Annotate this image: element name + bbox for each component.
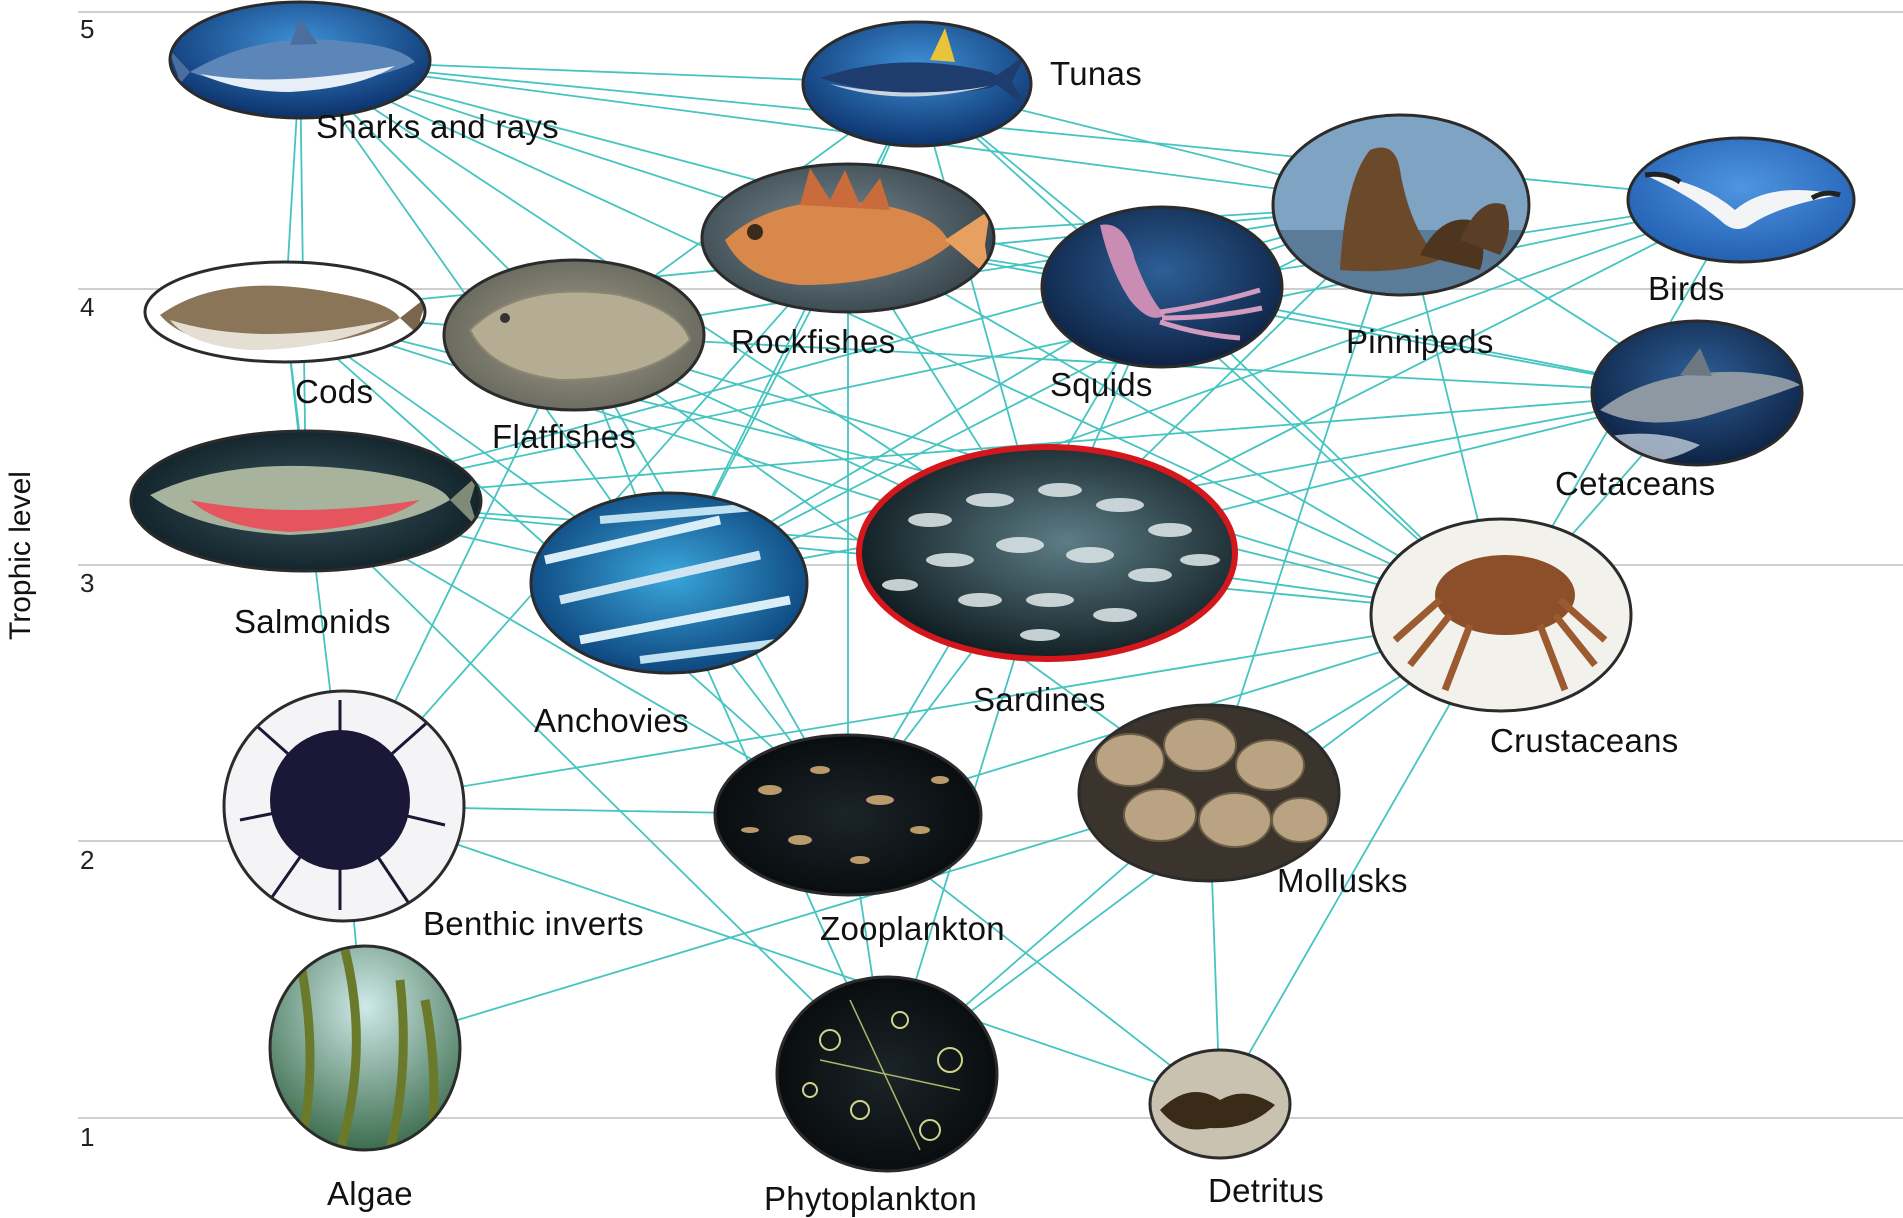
label-algae: Algae (327, 1175, 413, 1213)
label-rockfishes: Rockfishes (731, 323, 895, 361)
y-tick-2: 2 (80, 845, 94, 876)
node-mollusks[interactable] (1078, 704, 1343, 884)
label-cetaceans: Cetaceans (1555, 465, 1715, 503)
label-mollusks: Mollusks (1277, 862, 1408, 900)
node-squids[interactable] (1040, 205, 1285, 370)
node-crustaceans[interactable] (1370, 518, 1632, 713)
label-salmonids: Salmonids (234, 603, 391, 641)
label-benthic: Benthic inverts (423, 905, 644, 943)
label-phytoplankton: Phytoplankton (764, 1180, 977, 1218)
node-salmonids[interactable] (128, 428, 483, 573)
label-birds: Birds (1648, 270, 1725, 308)
label-detritus: Detritus (1208, 1172, 1324, 1210)
node-sardines[interactable] (855, 445, 1240, 660)
node-algae[interactable] (268, 944, 463, 1152)
node-anchovies[interactable] (530, 492, 810, 677)
node-rockfishes[interactable] (700, 160, 1000, 320)
label-sardines: Sardines (973, 681, 1106, 719)
y-tick-4: 4 (80, 292, 94, 323)
node-benthic[interactable] (222, 690, 467, 925)
y-tick-1: 1 (80, 1122, 94, 1153)
label-crustaceans: Crustaceans (1490, 722, 1679, 760)
node-birds[interactable] (1625, 135, 1860, 265)
node-flatfishes[interactable] (440, 255, 710, 415)
label-flatfishes: Flatfishes (492, 418, 636, 456)
label-squids: Squids (1050, 366, 1153, 404)
node-pinnipeds[interactable] (1270, 112, 1535, 310)
label-sharks: Sharks and rays (316, 108, 559, 146)
label-anchovies: Anchovies (534, 702, 689, 740)
label-cods: Cods (295, 373, 373, 411)
y-axis-label: Trophic level (4, 471, 38, 640)
node-sharks[interactable] (166, 0, 430, 120)
node-cods[interactable] (140, 260, 430, 365)
y-tick-5: 5 (80, 14, 94, 45)
label-tunas: Tunas (1050, 55, 1142, 93)
label-pinnipeds: Pinnipeds (1346, 323, 1494, 361)
species-nodes (128, 0, 1860, 1172)
label-zooplankton: Zooplankton (820, 910, 1005, 948)
node-cetaceans[interactable] (1590, 318, 1805, 468)
node-detritus[interactable] (1150, 1050, 1290, 1160)
y-tick-3: 3 (80, 568, 94, 599)
